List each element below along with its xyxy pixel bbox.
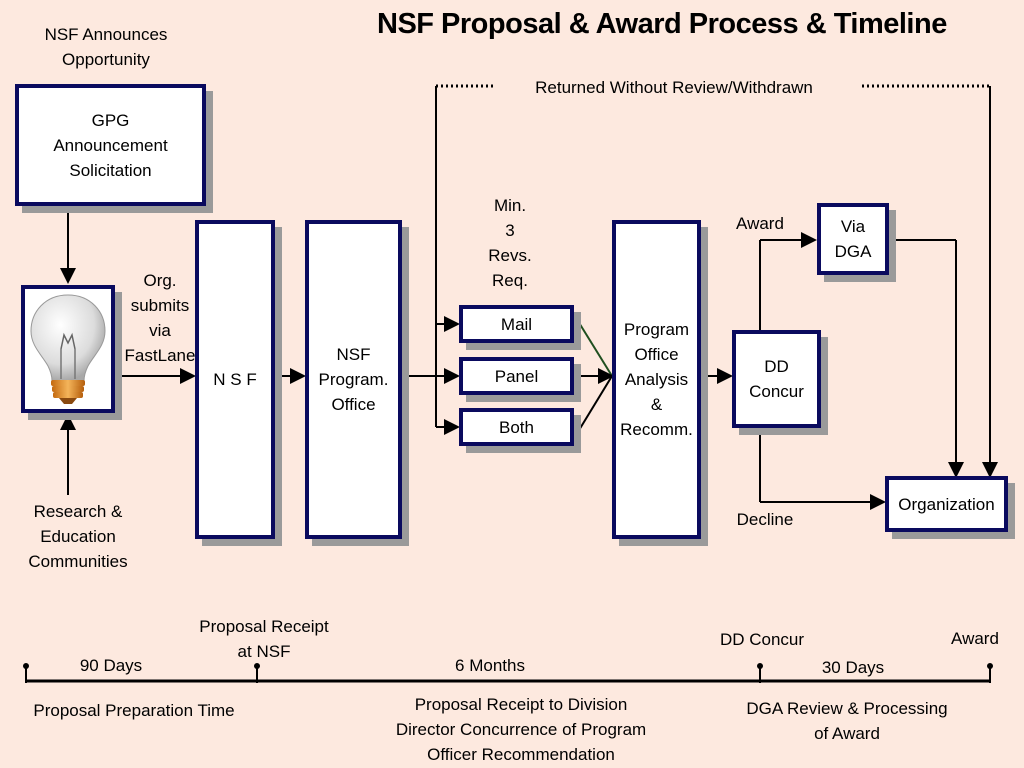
timeline-dd-concur: DD Concur <box>719 630 805 649</box>
decline-branch-label: Decline <box>736 510 794 529</box>
timeline-proposal-receipt: Proposal Receipt at NSF <box>199 617 329 661</box>
nsf-program-office-box: NSF Program. Office <box>305 220 402 539</box>
program-office-analysis-box: Program Office Analysis & Recomm. <box>612 220 701 539</box>
min-revs-label: Min. 3 Revs. Req. <box>488 196 532 290</box>
via-dga-box: Via DGA <box>817 203 889 275</box>
lightbulb-icon <box>30 294 106 404</box>
timeline-6-months: 6 Months <box>455 656 525 675</box>
bulb-box <box>21 285 115 413</box>
organization-box: Organization <box>885 476 1008 532</box>
timeline-prep-time: Proposal Preparation Time <box>33 701 235 720</box>
timeline-award: Award <box>951 629 999 648</box>
mail-box: Mail <box>459 305 574 343</box>
returned-label: Returned Without Review/Withdrawn <box>535 78 813 97</box>
award-branch-label: Award <box>736 214 784 233</box>
both-box: Both <box>459 408 574 446</box>
research-label: Research & Education Communities <box>28 502 128 571</box>
gpg-box: GPG Announcement Solicitation <box>15 84 206 206</box>
org-submits-label: Org. submits via FastLane <box>124 271 196 365</box>
timeline-30-days: 30 Days <box>821 658 885 677</box>
announces-label: NSF Announces Opportunity <box>44 25 168 69</box>
timeline-90-days: 90 Days <box>79 656 143 675</box>
panel-box: Panel <box>459 357 574 395</box>
page-title: NSF Proposal & Award Process & Timeline <box>377 8 947 40</box>
dd-concur-box: DD Concur <box>732 330 821 428</box>
nsf-box: N S F <box>195 220 275 539</box>
timeline-receipt-to-director: Proposal Receipt to Division Director Co… <box>395 695 647 764</box>
timeline-dga-review: DGA Review & Processing of Award <box>746 699 948 743</box>
